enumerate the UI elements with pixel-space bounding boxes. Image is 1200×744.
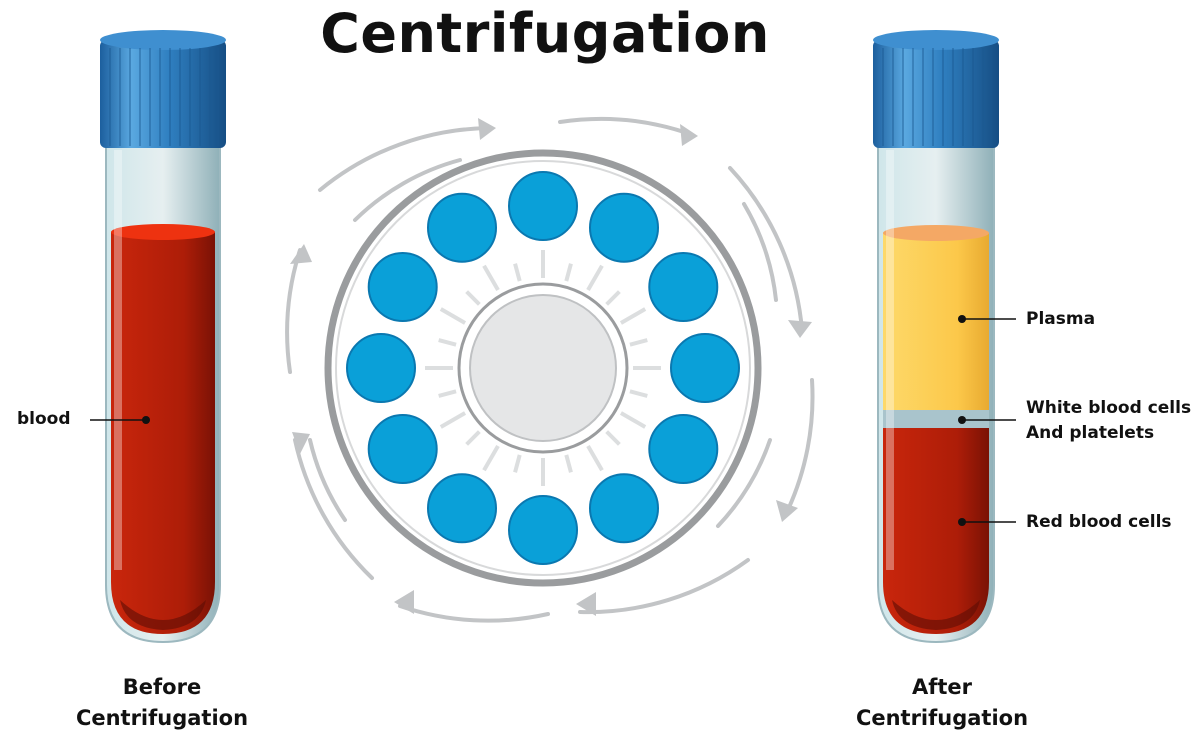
rotor-hub	[469, 294, 617, 442]
rotor-tube-slot	[508, 171, 578, 241]
tube-cap	[873, 30, 999, 148]
rotor-spoke	[605, 430, 621, 446]
page-title: Centrifugation	[320, 2, 770, 65]
rotor-spoke	[438, 338, 457, 347]
rotor-spoke	[564, 263, 573, 282]
arrow-heads	[290, 118, 812, 616]
wbc-layer	[883, 410, 989, 428]
rbc-label: Red blood cells	[1026, 512, 1172, 532]
rotor-tube-slot	[589, 192, 659, 263]
rotor-spoke	[513, 263, 522, 282]
rotor-spoke	[586, 444, 604, 472]
rotor-tube-slot	[670, 333, 740, 403]
blood-label: blood	[17, 409, 71, 429]
rotor-spoke	[564, 454, 573, 473]
rotor-tube-slot	[648, 252, 719, 322]
rotor-spoke	[629, 338, 648, 347]
rotor-tube-slot	[367, 252, 438, 322]
rotor-spoke	[586, 264, 604, 292]
tube-cap	[100, 30, 226, 148]
centrifuge-rotor	[324, 149, 762, 587]
rotor-spoke	[619, 307, 647, 325]
after-caption-line1: After	[911, 675, 973, 699]
after-caption-line2: Centrifugation	[855, 706, 1029, 730]
after-tube	[873, 30, 1016, 644]
rotor-spoke	[605, 290, 621, 306]
rotor-spoke	[513, 454, 522, 473]
rotor-tube-slot	[648, 414, 719, 484]
rotor-spoke	[465, 290, 481, 306]
before-caption-line2: Centrifugation	[75, 706, 249, 730]
before-caption-line1: Before	[122, 675, 202, 699]
after-caption: After Centrifugation	[822, 672, 1062, 734]
rotor-spoke	[438, 389, 457, 398]
rotor-spoke	[465, 430, 481, 446]
rotor-tube-slot	[427, 473, 497, 544]
plasma-surface	[883, 225, 989, 241]
blood-fill	[111, 232, 215, 634]
rotor-tube-slot	[508, 495, 578, 565]
rotor-tube-slot	[427, 192, 497, 263]
rotor-spoke	[482, 264, 500, 292]
wbc-label-line2: And platelets	[1026, 423, 1155, 443]
blood-surface	[111, 224, 215, 240]
wbc-label-line1: White blood cells	[1026, 398, 1192, 418]
rotor-spoke	[619, 411, 647, 429]
rotor-tube-slot	[367, 414, 438, 484]
rbc-layer	[883, 428, 989, 634]
plasma-label: Plasma	[1026, 309, 1096, 329]
rotor-spoke	[482, 444, 500, 472]
rotor-tube-slot	[346, 333, 416, 403]
before-caption: Before Centrifugation	[42, 672, 282, 734]
rotor-spoke	[629, 389, 648, 398]
rotor-spoke	[439, 307, 467, 325]
plasma-layer	[883, 233, 989, 410]
before-tube	[90, 30, 226, 644]
rotor-tube-slot	[589, 473, 659, 544]
rotor-spoke	[439, 411, 467, 429]
blood-pointer-dot	[142, 416, 150, 424]
